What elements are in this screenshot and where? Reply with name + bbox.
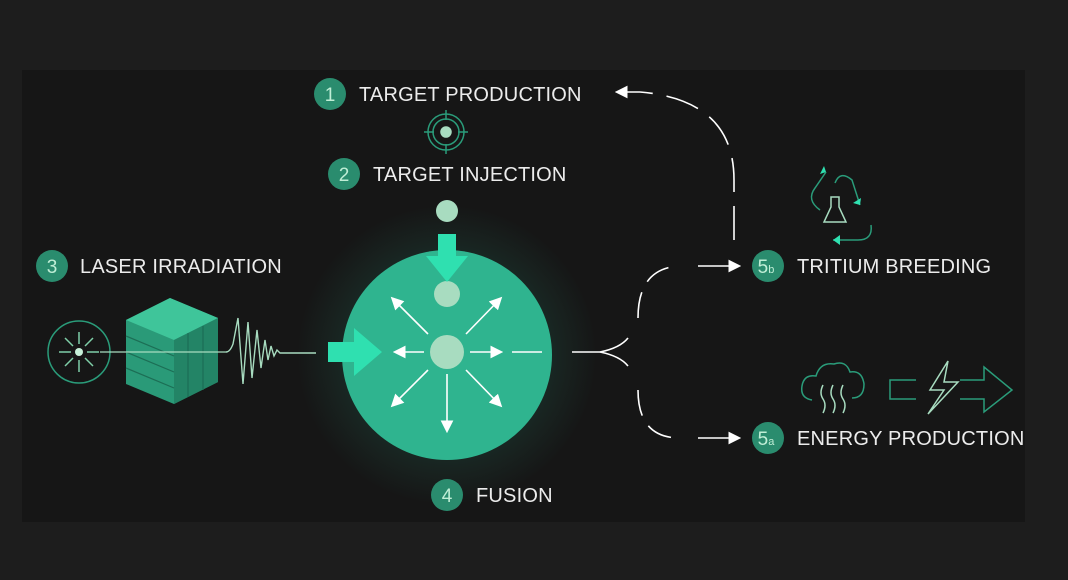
step-badge (328, 158, 360, 190)
step-badge (314, 78, 346, 110)
step-label: LASER IRRADIATION (80, 256, 282, 278)
radial-arrows-icon (390, 296, 504, 434)
target-crosshair-icon (424, 110, 468, 154)
step-5b: 5b TRITIUM BREEDING (752, 250, 991, 282)
step-number: 4 (442, 486, 453, 507)
steam-cloud-icon (800, 362, 865, 414)
injection-arrow-icon (426, 234, 468, 282)
step-number: 5a (758, 429, 776, 450)
step-badge (752, 250, 784, 282)
step-label: FUSION (476, 485, 553, 507)
step-5a: 5a ENERGY PRODUCTION (752, 422, 1025, 454)
step-label: TARGET INJECTION (373, 164, 567, 186)
laser-pulse-waveform (225, 317, 316, 385)
step-label: TRITIUM BREEDING (797, 256, 991, 278)
step-label: ENERGY PRODUCTION (797, 428, 1025, 450)
step-4: 4 FUSION (431, 479, 553, 511)
injected-pellet (434, 281, 460, 307)
target-pellet (436, 200, 458, 222)
fusion-core (430, 335, 464, 369)
step-number: 1 (325, 85, 336, 106)
step-number: 2 (339, 165, 350, 186)
laser-amplifier-icon (125, 298, 218, 404)
step-1: 1 TARGET PRODUCTION (314, 78, 582, 110)
step-badge (752, 422, 784, 454)
step-badge (36, 250, 68, 282)
step-number: 3 (47, 257, 58, 278)
step-3: 3 LASER IRRADIATION (36, 250, 282, 282)
step-2: 2 TARGET INJECTION (328, 158, 567, 190)
tritium-recycle-flask-icon (810, 166, 872, 245)
step-badge (431, 479, 463, 511)
step-label: TARGET PRODUCTION (359, 84, 582, 106)
electricity-arrow-icon (889, 360, 1014, 415)
step-number: 5b (758, 257, 775, 278)
laser-arrow-icon (328, 328, 382, 376)
branch-connector (572, 85, 742, 445)
